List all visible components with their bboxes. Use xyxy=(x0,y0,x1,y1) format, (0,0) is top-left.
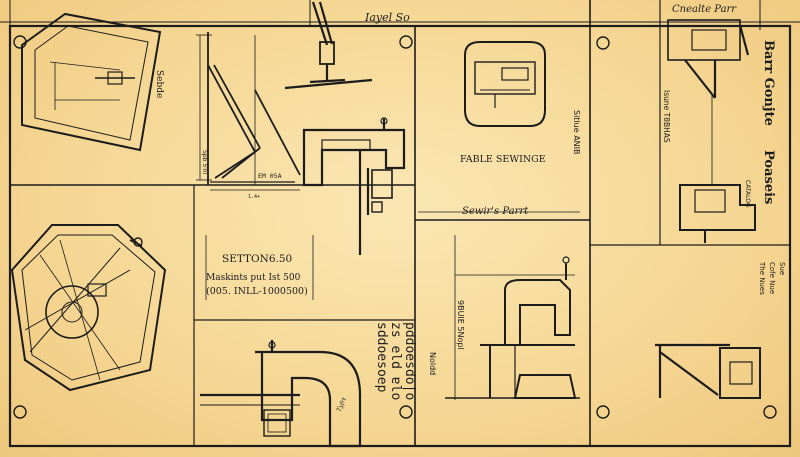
dimension-label: EM 05A xyxy=(258,172,282,180)
right-small-label-3: Cofe Nue xyxy=(768,262,776,294)
spec-line-3: (005. INLL-1000500) xyxy=(206,286,308,297)
center-spec-block: SETTON6.50 Maskints put Ist 500 (005. IN… xyxy=(205,235,314,300)
spec-line-2: Maskints put Ist 500 xyxy=(206,273,301,283)
side-dimension-label: Spb 5'nl xyxy=(201,150,208,175)
sewing-machine-side-view xyxy=(445,235,580,400)
machine-head-drawing xyxy=(464,41,546,127)
protractor-drawing xyxy=(10,224,167,392)
folding-frame-drawing xyxy=(207,32,301,191)
vertical-code-3: pddoesdo|o xyxy=(402,322,417,400)
right-small-label-1: CATALOG xyxy=(744,180,751,208)
clamp-top-drawing xyxy=(667,19,750,99)
outer-frame xyxy=(8,24,792,448)
right-heading-2: Poaseis xyxy=(761,150,776,204)
bracket-drawing xyxy=(679,184,756,243)
side-text-upper-2: Isune T8BHAS xyxy=(662,90,671,143)
side-text-lower: 9BUIE 5Nopl xyxy=(456,300,465,350)
sewing-machine-lower xyxy=(200,340,362,448)
sewing-part-label: Sewir's Parrt xyxy=(462,206,529,217)
small-dimension: 1.4+ xyxy=(248,194,260,200)
corner-title: Cnealte Parr xyxy=(672,4,737,15)
notes-label: Noldd xyxy=(428,352,437,375)
side-text-upper: Sitlue ANIB xyxy=(572,110,581,155)
sewing-machine-upper xyxy=(302,117,406,255)
sample-label: Sebde xyxy=(154,70,164,98)
vertical-code-1: sddoesoep xyxy=(374,322,389,393)
clamp-lower-drawing xyxy=(655,343,761,399)
header-label: Iayel So xyxy=(364,11,410,24)
right-heading-1: Barr Gonjte xyxy=(761,40,776,126)
right-small-label-2: The Nues xyxy=(758,261,766,295)
vertical-code-strip: sddoesoep zs eld ɐlo pddoesdo|o xyxy=(374,322,417,400)
machine-tag: Tyfrt xyxy=(335,396,348,413)
tilted-panel-drawing xyxy=(21,12,162,152)
presser-foot-drawing xyxy=(284,1,373,90)
spec-line-1: SETTON6.50 xyxy=(222,253,292,265)
right-small-label-4: Sue xyxy=(778,262,786,275)
fable-label: FABLE SEWINGE xyxy=(460,154,546,165)
vertical-code-2: zs eld ɐlo xyxy=(388,322,403,400)
